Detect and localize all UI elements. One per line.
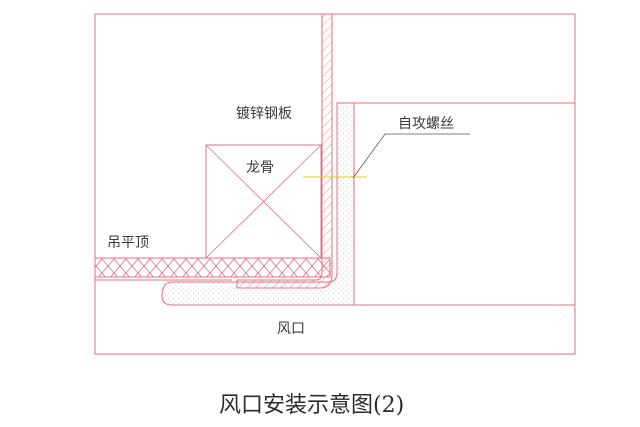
diagram-caption: 风口安装示意图(2): [219, 393, 404, 418]
label-suspended-ceiling: 吊平顶: [107, 235, 149, 251]
keel-box: [205, 144, 322, 259]
outer-frame: [94, 13, 576, 355]
label-self-tapping-screw: 自攻螺丝: [398, 116, 454, 132]
screw-leader: [352, 133, 470, 179]
air-outlet-frame: [161, 102, 355, 306]
label-galvanized-sheet: 镀锌钢板: [236, 105, 292, 122]
label-air-outlet: 风口: [277, 321, 305, 337]
label-keel: 龙骨: [246, 160, 274, 176]
keel-diagonal-2: [205, 144, 322, 259]
suspended-ceiling-layer: [94, 257, 331, 278]
galvanized-sheet: [236, 13, 333, 289]
